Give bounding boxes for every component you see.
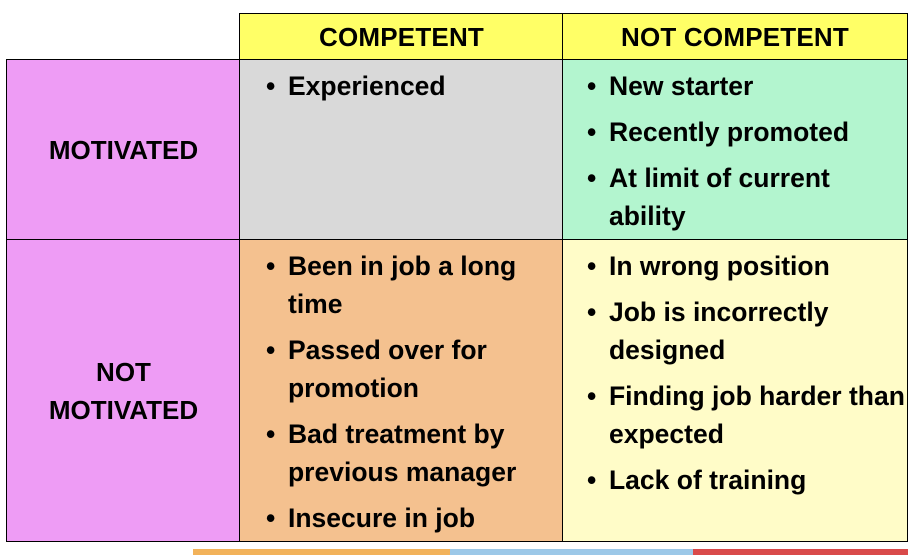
bullet-icon: • xyxy=(266,71,276,101)
list-not-motivated-not-competent: •In wrong position •Job is incorrectly d… xyxy=(587,247,907,499)
bullet-icon: • xyxy=(587,163,597,193)
list-not-motivated-competent: •Been in job a long time •Passed over fo… xyxy=(266,247,563,537)
list-motivated-competent: •Experienced xyxy=(266,67,563,105)
row-label-motivated-text: MOTIVATED xyxy=(48,135,199,165)
row-label-motivated: MOTIVATED xyxy=(6,59,241,241)
strip-segment-red xyxy=(693,549,908,555)
cell-motivated-not-competent: •New starter •Recently promoted •At limi… xyxy=(562,59,908,241)
row-label-not-motivated-line2: MOTIVATED xyxy=(48,394,199,425)
strip-segment-orange xyxy=(193,549,450,555)
list-item: •At limit of current ability xyxy=(587,159,907,235)
bullet-icon: • xyxy=(587,117,597,147)
list-item: •Job is incorrectly designed xyxy=(587,293,907,369)
row-label-not-motivated: NOT MOTIVATED xyxy=(6,239,241,542)
header-not-competent-label: NOT COMPETENT xyxy=(621,21,849,52)
list-motivated-not-competent: •New starter •Recently promoted •At limi… xyxy=(587,67,907,235)
bullet-icon: • xyxy=(266,251,276,281)
list-item: •Been in job a long time xyxy=(266,247,563,323)
row-label-not-motivated-line1: NOT xyxy=(96,356,151,387)
list-item: •New starter xyxy=(587,67,907,105)
list-item: •Finding job harder than expected xyxy=(587,377,907,453)
bullet-icon: • xyxy=(266,419,276,449)
strip-segment-blue xyxy=(450,549,693,555)
bullet-icon: • xyxy=(587,71,597,101)
bullet-icon: • xyxy=(266,335,276,365)
bullet-icon: • xyxy=(266,503,276,533)
list-item: •Passed over for promotion xyxy=(266,331,563,407)
list-item: •Insecure in job xyxy=(266,499,563,537)
header-not-competent: NOT COMPETENT xyxy=(562,13,908,61)
bullet-icon: • xyxy=(587,465,597,495)
list-item: •Bad treatment by previous manager xyxy=(266,415,563,491)
cell-motivated-competent: •Experienced xyxy=(239,59,564,241)
bullet-icon: • xyxy=(587,297,597,327)
header-competent: COMPETENT xyxy=(239,13,564,61)
decorative-bottom-strip xyxy=(193,549,908,555)
list-item: •Lack of training xyxy=(587,461,907,499)
list-item: •Recently promoted xyxy=(587,113,907,151)
header-competent-label: COMPETENT xyxy=(318,21,485,52)
cell-not-motivated-competent: •Been in job a long time •Passed over fo… xyxy=(239,239,564,542)
list-item: •Experienced xyxy=(266,67,563,105)
cell-not-motivated-not-competent: •In wrong position •Job is incorrectly d… xyxy=(562,239,908,542)
bullet-icon: • xyxy=(587,251,597,281)
bullet-icon: • xyxy=(587,381,597,411)
list-item: •In wrong position xyxy=(587,247,907,285)
